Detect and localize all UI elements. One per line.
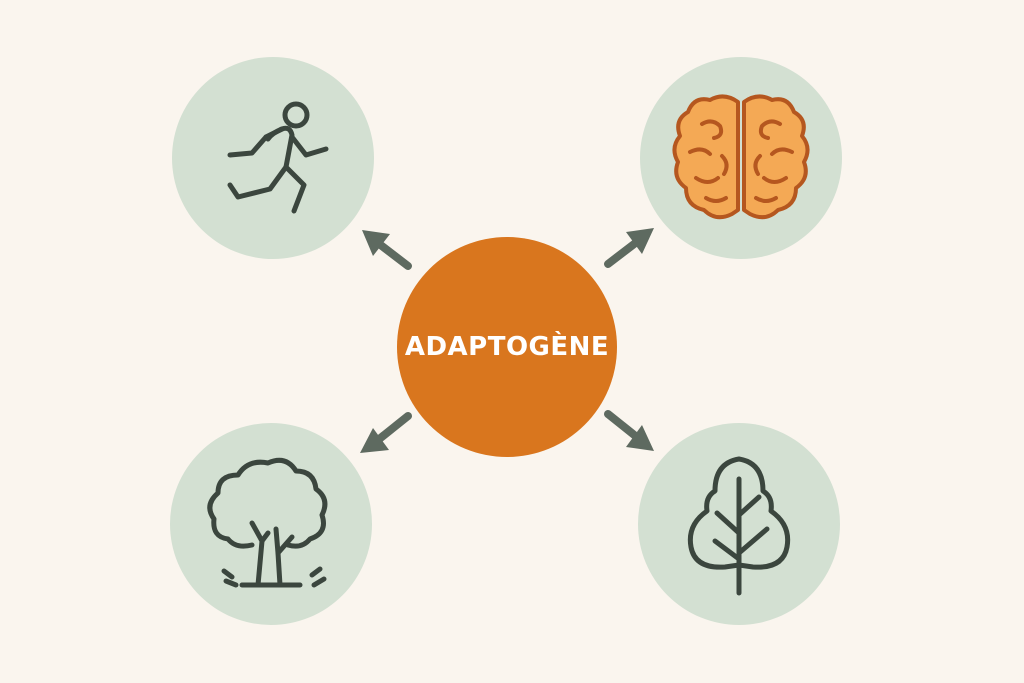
arrow-to-brain: [604, 228, 654, 268]
brain-icon: [666, 90, 816, 226]
tree-icon: [196, 449, 346, 599]
tree-node: [170, 423, 372, 625]
leaf-icon: [679, 449, 799, 599]
arrow-to-leaf: [604, 410, 654, 451]
brain-node: [640, 57, 842, 259]
arrow-to-running: [362, 230, 412, 270]
center-label: ADAPTOGÈNE: [404, 332, 610, 362]
running-person-icon: [208, 93, 338, 223]
center-node: ADAPTOGÈNE: [397, 237, 617, 457]
arrow-to-tree: [360, 412, 412, 453]
running-node: [172, 57, 374, 259]
leaf-node: [638, 423, 840, 625]
